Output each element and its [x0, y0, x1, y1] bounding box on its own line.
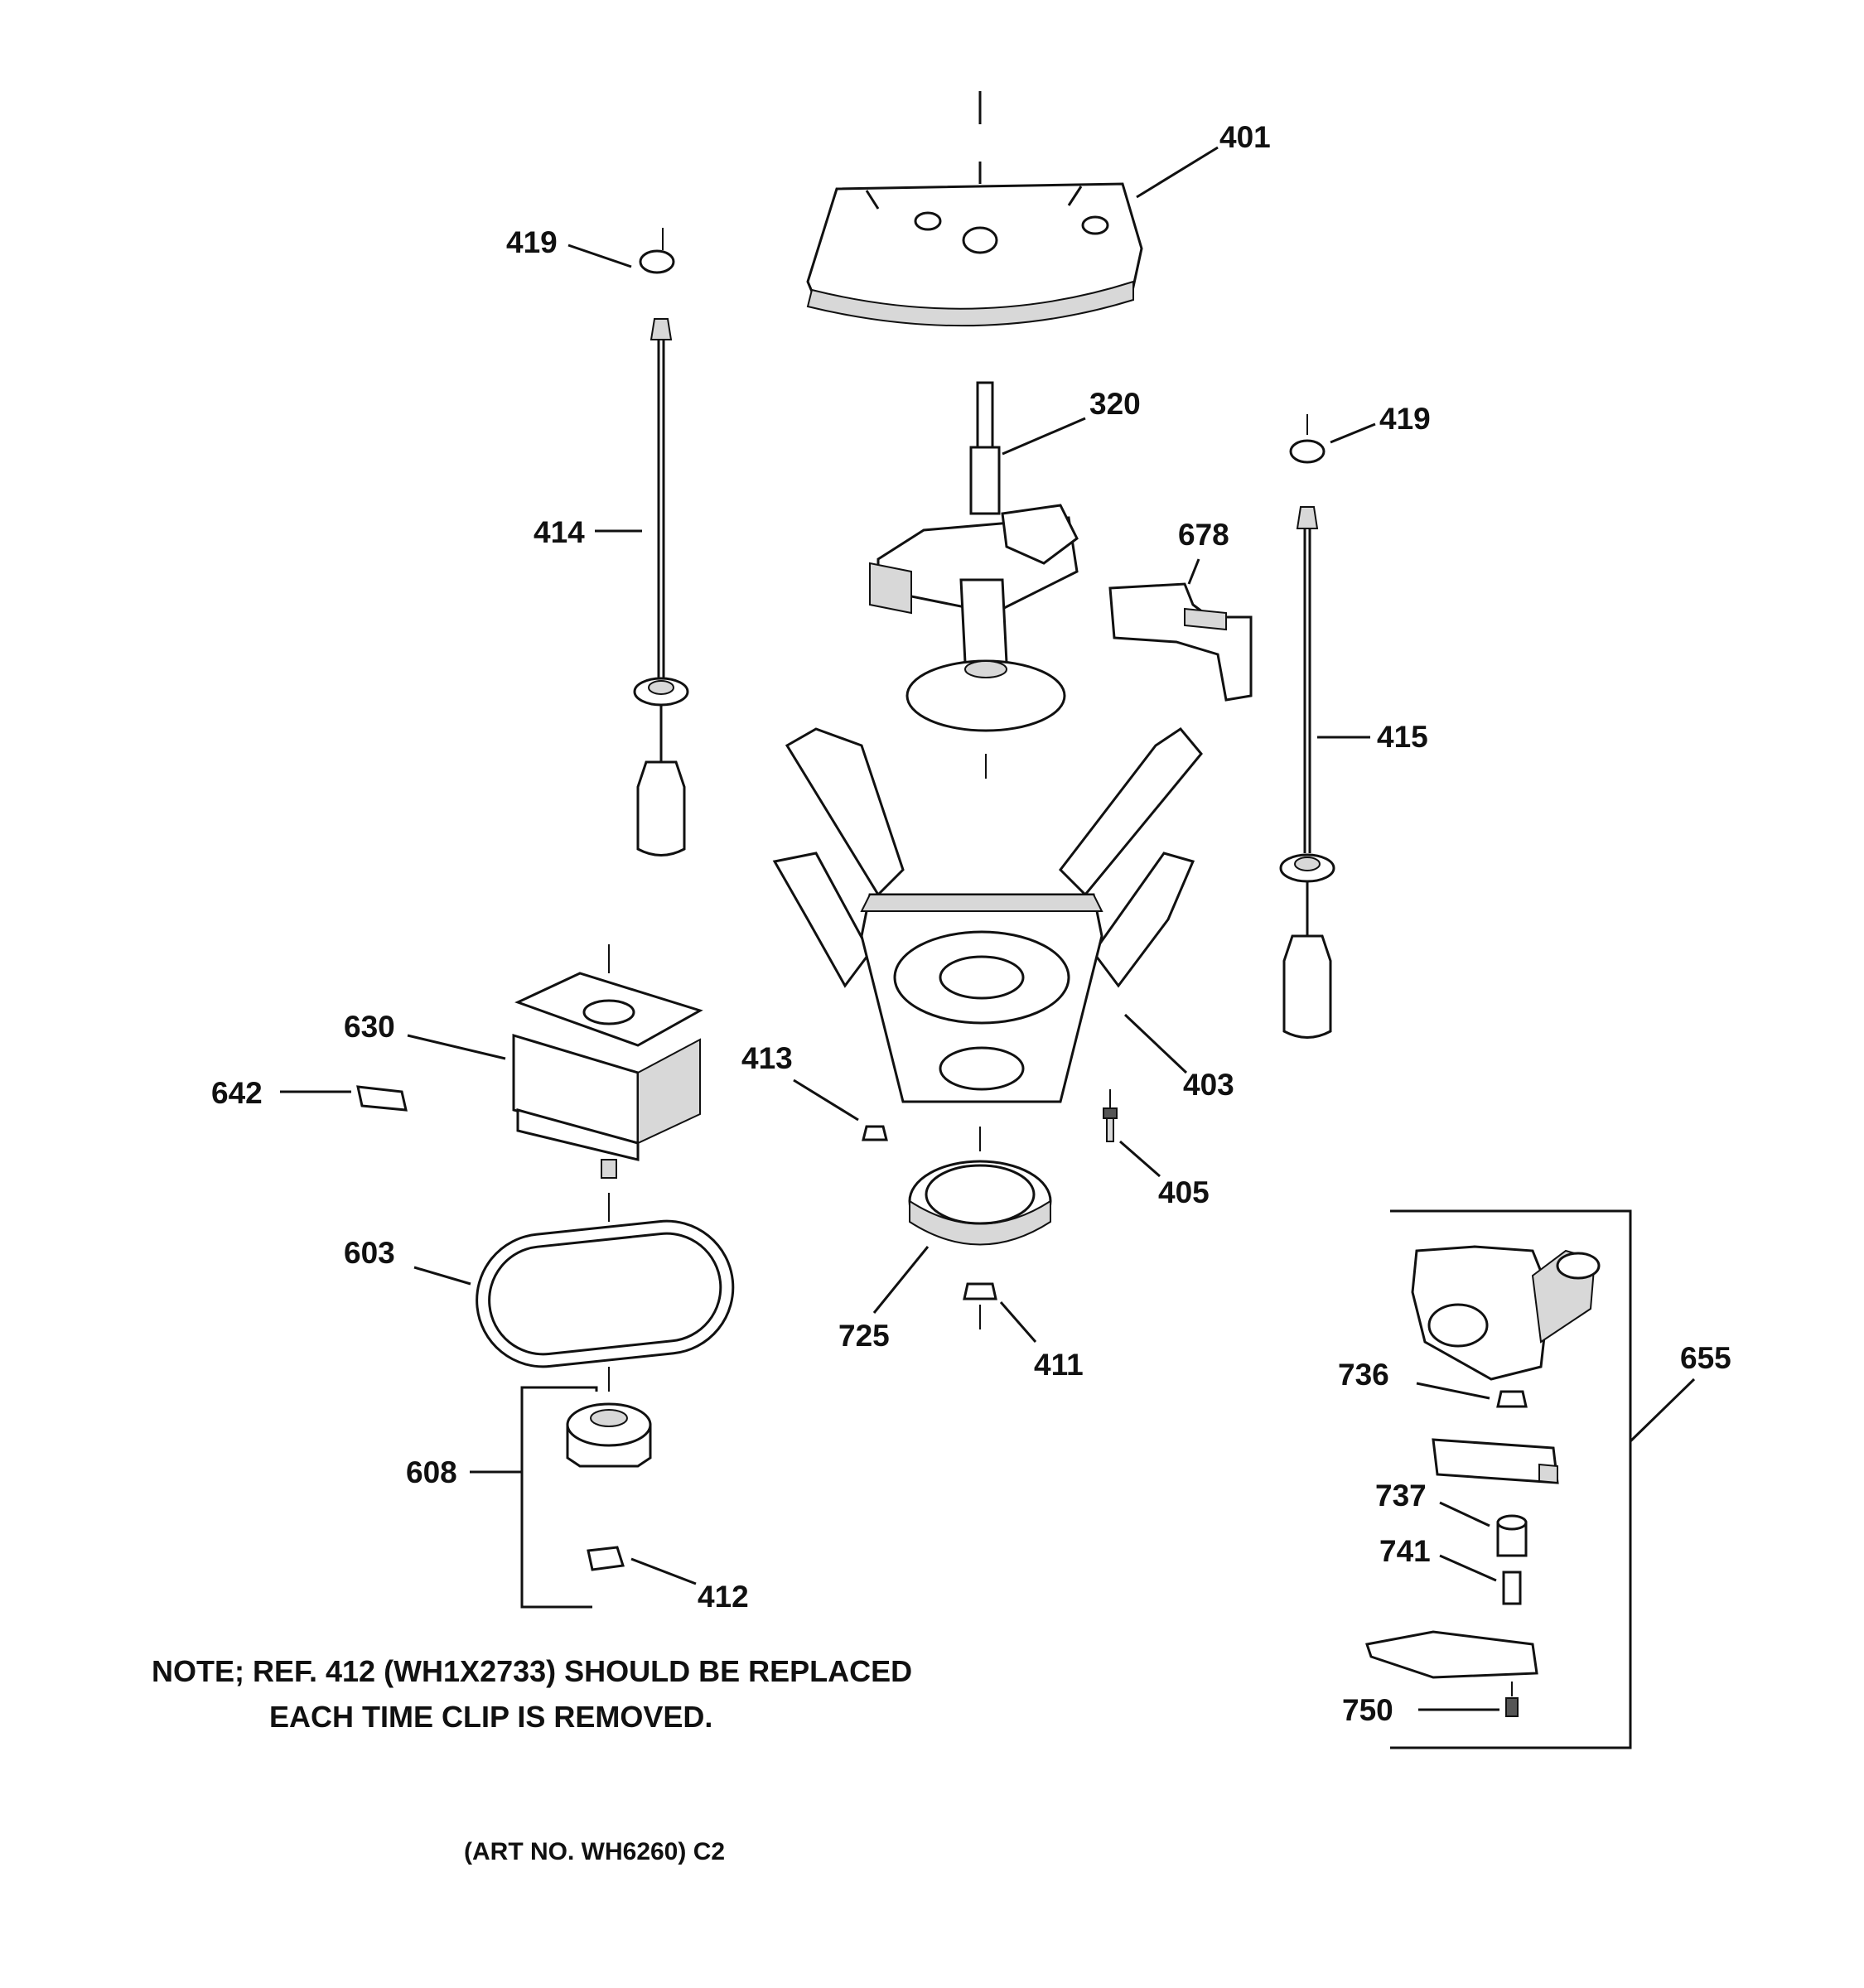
callout-405: 405: [1158, 1175, 1210, 1209]
part-725-pulley: [872, 1127, 1052, 1314]
part-642-clip: [280, 1085, 408, 1112]
part-737-grommet: [1439, 1501, 1528, 1557]
part-411-nut: [963, 1282, 1037, 1343]
part-415-suspension-rod-right: [1279, 506, 1370, 1039]
part-603-belt: [413, 1193, 735, 1368]
callout-403: 403: [1183, 1068, 1234, 1102]
callout-736: 736: [1338, 1358, 1389, 1392]
part-401-tub-cover: [806, 91, 1219, 327]
callout-419-right: 419: [1379, 402, 1431, 436]
part-320-transmission: [869, 381, 1086, 779]
part-414-suspension-rod-left: [595, 318, 689, 856]
note-line-2: EACH TIME CLIP IS REMOVED.: [269, 1700, 712, 1734]
callout-630: 630: [344, 1010, 395, 1044]
part-630-motor: [407, 944, 703, 1179]
part-403-suspension-support: [772, 727, 1203, 1103]
part-750-screw: [1418, 1682, 1519, 1717]
callout-608: 608: [406, 1455, 457, 1489]
callout-741: 741: [1379, 1534, 1431, 1568]
callout-750: 750: [1342, 1693, 1393, 1727]
callout-603: 603: [344, 1236, 395, 1270]
part-655-pump-assembly: [1390, 1209, 1696, 1749]
callout-678: 678: [1178, 518, 1229, 552]
part-pump-bracket-lower: [1365, 1630, 1538, 1679]
callout-412: 412: [698, 1580, 749, 1614]
note-line-1: NOTE; REF. 412 (WH1X2733) SHOULD BE REPL…: [152, 1654, 912, 1688]
callout-655: 655: [1680, 1341, 1731, 1375]
part-pump-bracket-upper: [1432, 1438, 1559, 1484]
art-number: (ART NO. WH6260) C2: [464, 1838, 725, 1865]
callout-415: 415: [1377, 720, 1428, 754]
callout-320: 320: [1089, 387, 1141, 421]
callout-725: 725: [838, 1319, 890, 1353]
callout-401: 401: [1219, 120, 1271, 154]
part-413-nut: [793, 1078, 888, 1141]
callout-414: 414: [534, 515, 585, 549]
part-412-clip: [587, 1546, 697, 1585]
callout-413: 413: [741, 1041, 793, 1075]
callout-411: 411: [1034, 1348, 1084, 1382]
part-405-screw: [1103, 1089, 1161, 1178]
callout-642: 642: [211, 1076, 263, 1110]
part-419-right-cap: [1289, 414, 1376, 464]
part-608-motor-pulley: [470, 1367, 652, 1609]
callout-419-left: 419: [506, 225, 558, 259]
part-736-nut: [1416, 1382, 1528, 1408]
part-419-left-cap: [567, 228, 675, 274]
part-741-spacer: [1439, 1554, 1522, 1605]
callout-737: 737: [1375, 1479, 1427, 1513]
part-678-bracket: [1108, 558, 1253, 702]
